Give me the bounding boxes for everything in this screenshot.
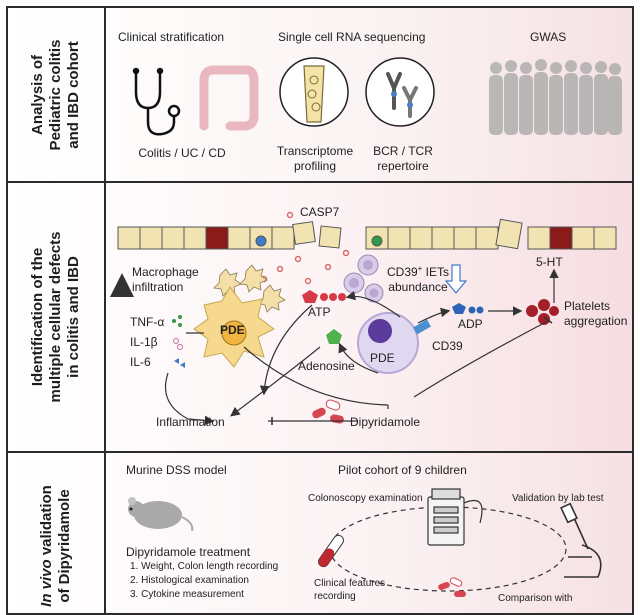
- macrophage-pde-label: PDE: [220, 323, 245, 337]
- transcriptome-icon: [279, 57, 349, 127]
- label-line: aggregation: [564, 314, 628, 328]
- pathway-arrows: [164, 268, 559, 426]
- panel-2-sidebar: Identification of the multiple cellular …: [8, 183, 106, 451]
- dipyridamole-label: Dipyridamole: [350, 415, 421, 429]
- pde-cd39-cell: [357, 312, 431, 374]
- population-crowd-icon: [489, 59, 622, 135]
- panel-1-sidebar: Analysis of Pediatric colitis and IBD co…: [8, 8, 106, 181]
- test-tube-icon: [318, 534, 344, 568]
- clinical-caption: Colitis / UC / CD: [138, 146, 226, 160]
- caption-line: Transcriptome: [276, 144, 354, 158]
- panel-in-vivo-validation: In vivo validation of Dipyridamole Murin…: [6, 453, 634, 615]
- macrophage-cluster: [213, 264, 286, 313]
- cd39-iets-label: CD39+ IETs abundance: [378, 261, 458, 295]
- pilot-cohort-title: Pilot cohort of 9 children: [338, 463, 467, 477]
- epithelium-right: [365, 218, 617, 250]
- atp-molecule-icon: [302, 290, 346, 303]
- cell-pde-label: PDE: [370, 351, 395, 365]
- step-item: 3. Cytokine measurement: [130, 589, 244, 600]
- dipyridamole-capsules-icon: [312, 399, 344, 424]
- gwas-title: GWAS: [530, 30, 567, 44]
- caption-line: profiling: [293, 159, 337, 173]
- pde-macrophage-cell: [193, 286, 275, 368]
- il1b-label: IL-1β: [130, 335, 158, 349]
- capsules-icon: [438, 577, 466, 597]
- serotonin-label: 5-HT: [536, 255, 563, 269]
- clinical-features-label: Clinical features recording: [314, 577, 385, 603]
- superscript-plus: +: [417, 264, 423, 273]
- label-line: Platelets: [564, 299, 611, 313]
- microscope-icon: [560, 502, 602, 578]
- comparison-label: Comparison with: [498, 593, 573, 604]
- adenosine-molecule-icon: [326, 329, 342, 344]
- tnf-alpha-label: TNF-α: [130, 315, 165, 329]
- adenosine-label: Adenosine: [298, 359, 355, 373]
- macrophage-label: Macrophage infiltration: [132, 265, 199, 295]
- panel-1-illustrations: [132, 57, 622, 136]
- cytokine-dots: [172, 315, 185, 368]
- cd39-iet-cells: [343, 254, 384, 303]
- casp7-label: CASP7: [300, 205, 340, 219]
- label-line: recording: [314, 591, 356, 602]
- antibody-receptor-icon: [365, 57, 435, 127]
- panel-3-illustrations: [128, 488, 602, 597]
- transcriptome-caption: Transcriptome profiling: [270, 144, 360, 174]
- inflammation-label: Inflammation: [156, 415, 225, 429]
- label-line: infiltration: [132, 280, 184, 294]
- platelets-label: Platelets aggregation: [564, 299, 627, 329]
- validation-lab-label: Validation by lab test: [512, 493, 604, 504]
- stethoscope-icon: [132, 67, 181, 136]
- mouse-icon: [128, 497, 194, 532]
- panel-2-illustrations: [110, 211, 617, 426]
- label-part: IETs: [422, 265, 450, 279]
- clinical-stratification-title: Clinical stratification: [118, 30, 225, 44]
- dip-treatment-title: Dipyridamole treatment: [126, 545, 251, 559]
- down-arrow-icon: [444, 264, 468, 294]
- platelets-icon: [526, 299, 559, 325]
- murine-model-title: Murine DSS model: [126, 463, 227, 477]
- scrna-title: Single cell RNA sequencing: [278, 30, 426, 44]
- epithelium-left: [117, 221, 342, 250]
- label-part: CD39: [386, 265, 418, 279]
- il6-label: IL-6: [130, 355, 151, 369]
- caption-line: BCR / TCR: [373, 144, 433, 158]
- caption-line: repertoire: [377, 159, 429, 173]
- colonoscopy-label: Colonoscopy examination: [308, 493, 423, 504]
- colonoscope-icon: [427, 488, 483, 546]
- label-line: Clinical features: [314, 578, 386, 589]
- adp-molecule-icon: [452, 303, 484, 314]
- colon-icon: [199, 65, 259, 131]
- label-line: Macrophage: [132, 265, 199, 279]
- step-item: 2. Histological examination: [130, 575, 249, 586]
- panel-cohort-analysis: Analysis of Pediatric colitis and IBD co…: [6, 6, 634, 183]
- cd39-label: CD39: [432, 339, 463, 353]
- atp-label: ATP: [308, 305, 331, 319]
- bcr-tcr-caption: BCR / TCR repertoire: [358, 144, 448, 174]
- step-item: 1. Weight, Colon length recording: [130, 561, 279, 572]
- panel-cellular-defects: Identification of the multiple cellular …: [6, 183, 634, 453]
- label-line: abundance: [388, 280, 448, 294]
- adp-label: ADP: [458, 317, 483, 331]
- panel-3-sidebar: In vivo validation of Dipyridamole: [8, 453, 106, 613]
